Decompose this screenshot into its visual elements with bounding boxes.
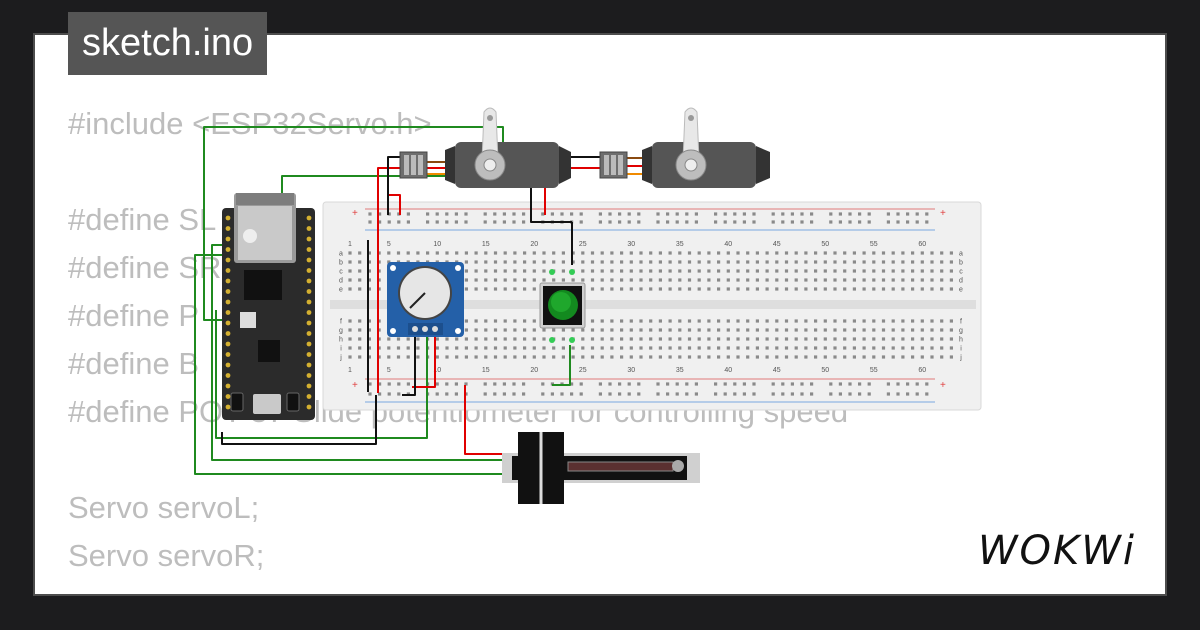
wire-green	[211, 244, 505, 461]
breadboard-row-label: b	[959, 260, 963, 267]
breadboard-column-label: 5	[387, 367, 391, 374]
servo-left[interactable]	[399, 107, 571, 188]
wire-green	[194, 254, 514, 475]
wire-green	[552, 345, 571, 386]
breadboard-row-label: e	[339, 287, 343, 294]
servo-right[interactable]	[599, 107, 770, 188]
code-line: Servo servoL;	[68, 490, 260, 525]
breadboard-column-label: 45	[773, 241, 781, 248]
breadboard-column-label: 50	[821, 367, 829, 374]
breadboard-row-label: b	[339, 260, 343, 267]
breadboard-row-label: j	[339, 355, 342, 362]
svg-text:+: +	[352, 208, 358, 219]
push-button[interactable]	[539, 269, 586, 343]
breadboard-column-label: 55	[870, 367, 878, 374]
breadboard-column-label: 10	[433, 367, 441, 374]
svg-text:+: +	[940, 380, 946, 391]
breadboard-row-label: a	[339, 251, 343, 258]
breadboard-column-label: 40	[724, 241, 732, 248]
breadboard-row-label: i	[960, 346, 962, 353]
wokwi-logo: WOKWi	[978, 526, 1148, 576]
wire-red	[377, 167, 403, 393]
breadboard-column-label: 35	[676, 241, 684, 248]
breadboard-row-label: c	[959, 269, 963, 276]
breadboard-column-label: 10	[433, 241, 441, 248]
breadboard-column-label: 20	[530, 367, 538, 374]
breadboard-row-label: f	[340, 319, 342, 326]
breadboard-column-label: 35	[676, 367, 684, 374]
svg-text:+: +	[940, 208, 946, 219]
wire-green	[215, 310, 428, 439]
svg-text:WOKWi: WOKWi	[978, 528, 1136, 574]
breadboard-column-label: 1	[348, 367, 352, 374]
sketch-title[interactable]: sketch.ino	[68, 12, 268, 75]
breadboard-row-label: d	[339, 278, 343, 285]
wire-black	[387, 156, 402, 215]
breadboard-column-label: 60	[918, 241, 926, 248]
breadboard-row-label: g	[959, 328, 963, 335]
breadboard-column-label: 30	[627, 367, 635, 374]
code-line: #define B	[68, 346, 199, 381]
breadboard-column-label: 15	[482, 241, 490, 248]
esp32-board[interactable]	[222, 193, 315, 420]
rotary-potentiometer[interactable]	[387, 262, 464, 337]
breadboard: 1155101015152020252530303535404045455050…	[322, 201, 982, 411]
wire-red	[464, 385, 508, 455]
breadboard-row-label: c	[339, 269, 343, 276]
breadboard-row-label: a	[959, 251, 963, 258]
breadboard-column-label: 55	[870, 241, 878, 248]
breadboard-row-label: e	[959, 287, 963, 294]
breadboard-row-label: g	[339, 328, 343, 335]
breadboard-column-label: 60	[918, 367, 926, 374]
breadboard-row-label: h	[339, 337, 343, 344]
breadboard-column-label: 20	[530, 241, 538, 248]
breadboard-column-label: 30	[627, 241, 635, 248]
svg-text:+: +	[352, 380, 358, 391]
breadboard-column-label: 25	[579, 241, 587, 248]
slide-potentiometer[interactable]	[502, 432, 700, 504]
code-line: Servo servoR;	[68, 538, 265, 573]
breadboard-row-label: i	[340, 346, 342, 353]
wire-black	[402, 330, 416, 396]
breadboard-row-label: f	[960, 319, 962, 326]
breadboard-column-label: 40	[724, 367, 732, 374]
breadboard-column-label: 15	[482, 367, 490, 374]
breadboard-column-label: 50	[821, 241, 829, 248]
wire-black	[221, 395, 377, 445]
breadboard-column-label: 1	[348, 241, 352, 248]
breadboard-row-label: j	[959, 355, 962, 362]
code-line: #include <ESP32Servo.h>	[68, 106, 432, 141]
breadboard-column-label: 45	[773, 367, 781, 374]
code-line: #define SL	[68, 202, 217, 237]
breadboard-row-label: d	[959, 278, 963, 285]
wire-red	[412, 330, 436, 388]
breadboard-row-label: h	[959, 337, 963, 344]
breadboard-column-label: 5	[387, 241, 391, 248]
breadboard-column-label: 25	[579, 367, 587, 374]
